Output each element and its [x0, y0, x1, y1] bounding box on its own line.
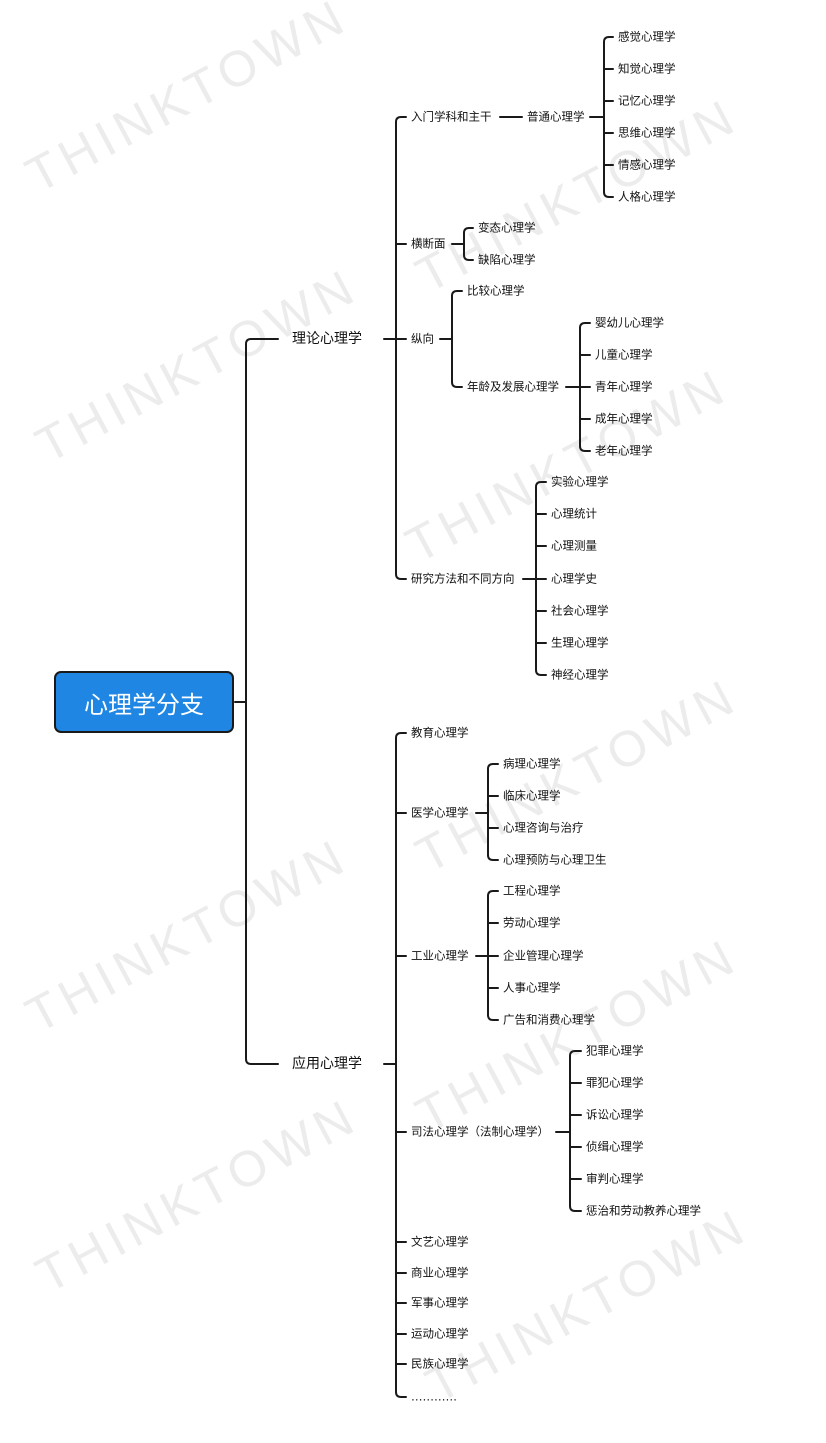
- root-node[interactable]: 心理学分支: [54, 671, 234, 733]
- leaf-node[interactable]: 诉讼心理学: [586, 1107, 644, 1122]
- leaf-node[interactable]: 心理学史: [551, 571, 597, 586]
- branch-applied[interactable]: 应用心理学: [292, 1056, 362, 1072]
- leaf-node[interactable]: 审判心理学: [586, 1171, 644, 1186]
- node-sports[interactable]: 运动心理学: [411, 1326, 469, 1341]
- leaf-node[interactable]: 工程心理学: [503, 883, 561, 898]
- leaf-node[interactable]: 临床心理学: [503, 788, 561, 803]
- node-ethnic[interactable]: 民族心理学: [411, 1356, 469, 1371]
- node-cross-section[interactable]: 横断面: [411, 236, 446, 251]
- node-military[interactable]: 军事心理学: [411, 1295, 469, 1310]
- leaf-node[interactable]: 心理测量: [551, 538, 597, 553]
- leaf-node[interactable]: 比较心理学: [467, 283, 525, 298]
- node-longitudinal[interactable]: 纵向: [411, 331, 434, 346]
- connector-line: [569, 1205, 582, 1212]
- node-commerce[interactable]: 商业心理学: [411, 1265, 469, 1280]
- connector-line: [451, 381, 463, 388]
- connector-line: [463, 254, 474, 261]
- leaf-node[interactable]: 老年心理学: [595, 443, 653, 458]
- leaf-node[interactable]: 心理预防与心理卫生: [503, 852, 607, 867]
- connector-line: [535, 669, 547, 676]
- connector-line: [395, 573, 407, 580]
- leaf-node[interactable]: 人事心理学: [503, 980, 561, 995]
- connector-line: [569, 1050, 582, 1057]
- node-methods[interactable]: 研究方法和不同方向: [411, 571, 515, 586]
- leaf-node[interactable]: 罪犯心理学: [586, 1075, 644, 1090]
- branch-theoretical[interactable]: 理论心理学: [292, 331, 362, 347]
- connector-line: [487, 854, 499, 861]
- connector-line: [245, 338, 279, 345]
- node-arts[interactable]: 文艺心理学: [411, 1234, 469, 1249]
- connector-line: [487, 890, 499, 897]
- node-intro[interactable]: 入门学科和主干: [411, 109, 492, 124]
- connector-line: [463, 227, 474, 234]
- leaf-node[interactable]: 感觉心理学: [618, 29, 676, 44]
- leaf-node[interactable]: 成年心理学: [595, 411, 653, 426]
- node-general-psychology[interactable]: 普通心理学: [527, 109, 585, 124]
- connector-line: [579, 322, 591, 329]
- node-judicial[interactable]: 司法心理学（法制心理学）: [411, 1124, 549, 1139]
- leaf-node[interactable]: 情感心理学: [618, 157, 676, 172]
- leaf-node[interactable]: 犯罪心理学: [586, 1043, 644, 1058]
- node-industrial[interactable]: 工业心理学: [411, 948, 469, 963]
- connector-line: [579, 445, 591, 452]
- connector-line: [603, 36, 614, 43]
- node-medical[interactable]: 医学心理学: [411, 805, 469, 820]
- connector-line: [451, 290, 463, 297]
- connector-line: [245, 1058, 279, 1065]
- leaf-node[interactable]: 心理统计: [551, 506, 597, 521]
- leaf-node[interactable]: 人格心理学: [618, 189, 676, 204]
- leaf-node[interactable]: 广告和消费心理学: [503, 1012, 595, 1027]
- root-node-label: 心理学分支: [84, 690, 204, 719]
- node-ellipsis[interactable]: …………: [411, 1389, 457, 1404]
- leaf-node[interactable]: 病理心理学: [503, 756, 561, 771]
- leaf-node[interactable]: 婴幼儿心理学: [595, 315, 664, 330]
- connector-line: [535, 481, 547, 488]
- leaf-node[interactable]: 变态心理学: [478, 220, 536, 235]
- leaf-node[interactable]: 记忆心理学: [618, 93, 676, 108]
- connector-line: [395, 116, 407, 123]
- leaf-node[interactable]: 儿童心理学: [595, 347, 653, 362]
- connector-line: [487, 763, 499, 770]
- leaf-node[interactable]: 知觉心理学: [618, 61, 676, 76]
- connector-line: [603, 191, 614, 198]
- leaf-node[interactable]: 神经心理学: [551, 667, 609, 682]
- leaf-node[interactable]: 生理心理学: [551, 635, 609, 650]
- leaf-node[interactable]: 缺陷心理学: [478, 252, 536, 267]
- leaf-node[interactable]: 惩治和劳动教养心理学: [586, 1203, 701, 1218]
- leaf-node[interactable]: 企业管理心理学: [503, 948, 584, 963]
- connector-line: [395, 732, 407, 739]
- leaf-node[interactable]: 劳动心理学: [503, 915, 561, 930]
- leaf-node[interactable]: 心理咨询与治疗: [503, 820, 584, 835]
- leaf-node[interactable]: 社会心理学: [551, 603, 609, 618]
- connector-line: [487, 1014, 499, 1021]
- node-education[interactable]: 教育心理学: [411, 725, 469, 740]
- connector-line: [395, 1391, 407, 1398]
- leaf-node[interactable]: 侦缉心理学: [586, 1139, 644, 1154]
- leaf-node[interactable]: 青年心理学: [595, 379, 653, 394]
- leaf-node[interactable]: 实验心理学: [551, 474, 609, 489]
- node-developmental[interactable]: 年龄及发展心理学: [467, 379, 559, 394]
- leaf-node[interactable]: 思维心理学: [618, 125, 676, 140]
